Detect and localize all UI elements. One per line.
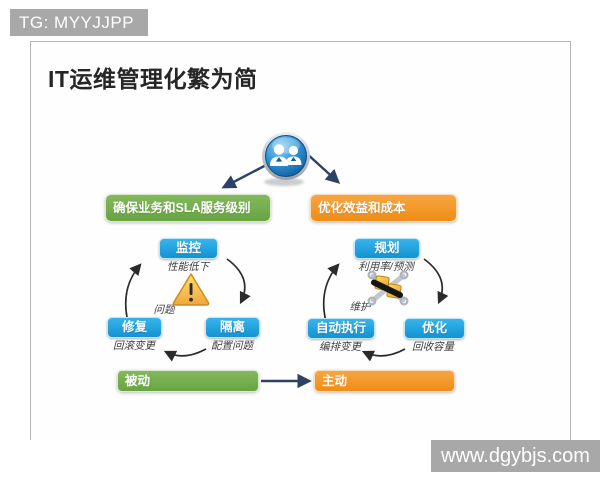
left-flow-header: 确保业务和SLA服务级别 bbox=[105, 194, 271, 222]
right-flow-header-label: 优化效益和成本 bbox=[318, 201, 406, 215]
note-utilization-forecast: 利用率/预测 bbox=[358, 261, 414, 273]
watermark: www.dgybjs.com bbox=[431, 440, 600, 472]
people-icon bbox=[262, 132, 310, 186]
node-monitor: 监控 bbox=[159, 238, 218, 259]
node-isolate: 隔离 bbox=[205, 317, 260, 338]
active-box: 主动 bbox=[314, 370, 455, 392]
telegram-banner-label: TG: MYYJJPP bbox=[19, 13, 135, 32]
person-back bbox=[285, 145, 302, 165]
note-reclaim-capacity: 回收容量 bbox=[412, 341, 454, 353]
passive-box: 被动 bbox=[117, 370, 259, 392]
note-maintain: 维护 bbox=[349, 301, 371, 313]
node-optimize: 优化 bbox=[404, 318, 465, 339]
person-front bbox=[270, 144, 288, 166]
left-flow-header-label: 确保业务和SLA服务级别 bbox=[113, 201, 251, 215]
node-repair: 修复 bbox=[107, 317, 162, 338]
active-label: 主动 bbox=[322, 374, 348, 388]
telegram-banner: TG: MYYJJPP bbox=[10, 9, 148, 36]
node-auto-execute: 自动执行 bbox=[307, 318, 375, 339]
note-rollback-change: 回滚变更 bbox=[113, 340, 155, 352]
note-performance-low: 性能低下 bbox=[167, 261, 209, 273]
passive-label: 被动 bbox=[125, 374, 151, 388]
slide-frame bbox=[30, 41, 571, 440]
note-orchestrate-change: 编排变更 bbox=[319, 341, 361, 353]
warning-triangle-icon bbox=[172, 273, 210, 306]
right-flow-header: 优化效益和成本 bbox=[310, 194, 457, 222]
tools-icon bbox=[367, 270, 409, 306]
page-title: IT运维管理化繁为简 bbox=[48, 66, 258, 92]
note-config-issue: 配置问题 bbox=[211, 340, 253, 352]
node-plan: 规划 bbox=[354, 238, 420, 259]
watermark-label: www.dgybjs.com bbox=[441, 445, 590, 467]
note-problem: 问题 bbox=[153, 304, 175, 316]
